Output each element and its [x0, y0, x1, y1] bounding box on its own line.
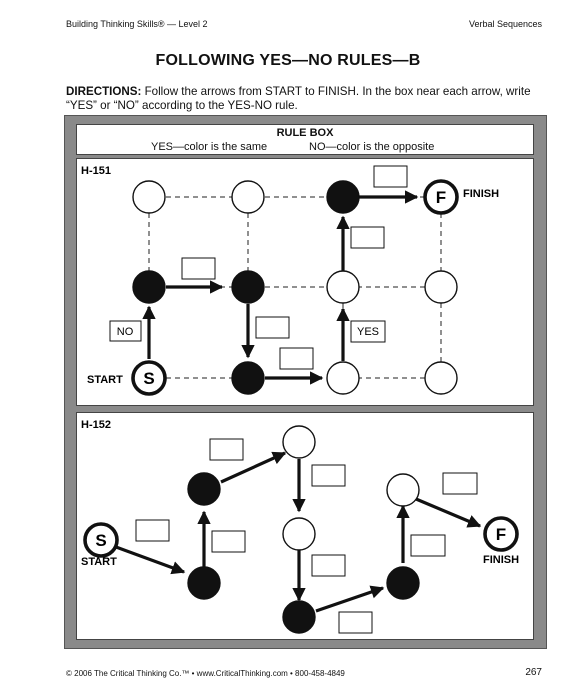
start-letter: S [95, 531, 106, 550]
rule-box-title: RULE BOX [276, 127, 334, 139]
puzzle-id: H-152 [81, 419, 111, 431]
start-node [131, 360, 167, 396]
answer-box-yes: YES [357, 326, 379, 338]
finish-label: FINISH [483, 554, 519, 566]
start-label: START [87, 374, 123, 386]
puzzle-panel-h152: S F H-152 START FINISH [76, 412, 534, 640]
directions-text: Follow the arrows from START to FINISH. … [66, 85, 531, 112]
start-letter: S [143, 369, 154, 388]
rule-box: RULE BOX YES—color is the same NO—color … [76, 124, 534, 155]
footer-copyright: © 2006 The Critical Thinking Co.™ • www.… [66, 669, 345, 678]
header-section-title: Verbal Sequences [468, 19, 542, 29]
puzzle-diagram-h152: S F H-152 START FINISH [81, 419, 519, 634]
finish-letter: F [496, 525, 506, 544]
rule-no: NO—color is the opposite [309, 141, 435, 153]
directions: DIRECTIONS: Follow the arrows from START… [66, 85, 546, 113]
path-arrows [115, 451, 482, 613]
directions-label: DIRECTIONS: [66, 85, 142, 98]
finish-letter: F [436, 188, 446, 207]
answer-boxes [109, 165, 408, 370]
finish-node [483, 516, 519, 552]
page-title: FOLLOWING YES—NO RULES—B [155, 52, 421, 69]
path-arrows [142, 190, 419, 385]
rule-yes: YES—color is the same [151, 141, 268, 153]
grid-nodes [132, 180, 458, 395]
puzzle-diagram-h151: S F NO YES H-151 START FINISH [81, 165, 499, 396]
page-number: 267 [525, 667, 542, 678]
finish-node [423, 179, 459, 215]
puzzle-id: H-151 [81, 165, 111, 177]
header-series-title: Building Thinking Skills® — Level 2 [66, 19, 208, 29]
finish-label: FINISH [463, 188, 499, 200]
answer-box-no: NO [117, 326, 134, 338]
path-nodes [187, 425, 420, 634]
start-label: START [81, 556, 117, 568]
start-node [83, 522, 119, 558]
answer-boxes [135, 438, 478, 634]
puzzle-panel-h151: S F NO YES H-151 START FINISH [76, 158, 534, 406]
